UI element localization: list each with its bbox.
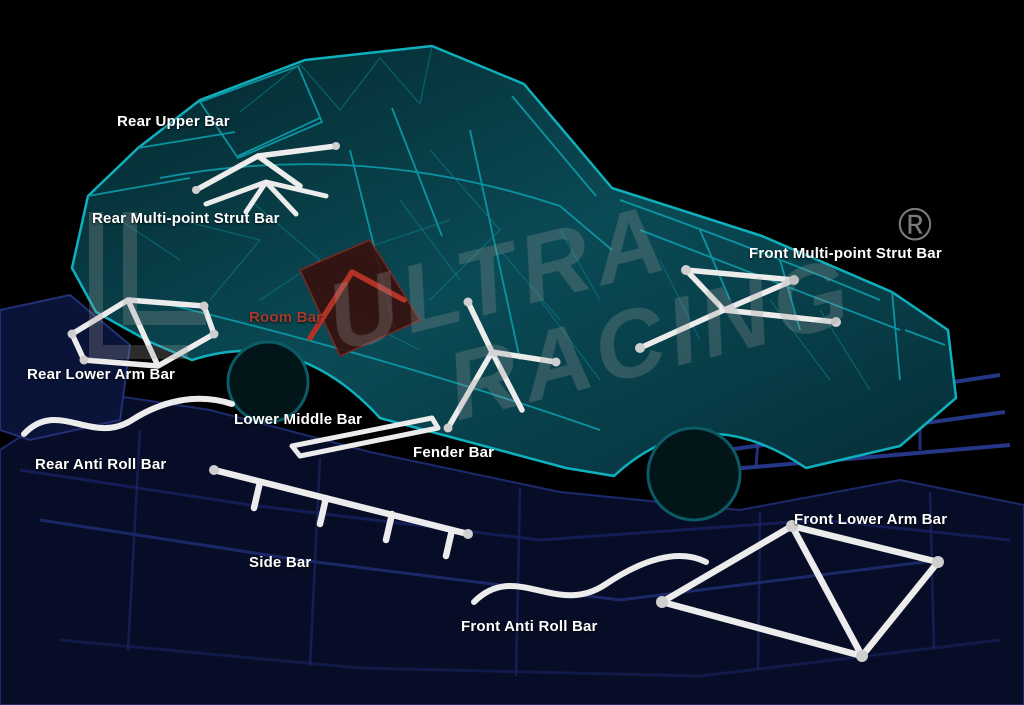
label-front-lower-arm-bar: Front Lower Arm Bar [794, 511, 948, 528]
front-anti-roll-bar-graphic [471, 553, 709, 605]
strut-bars-graphics [21, 143, 942, 660]
rear-anti-roll-bar-graphic [21, 395, 235, 437]
fender-bar-graphic [445, 299, 559, 431]
label-fender-bar: Fender Bar [413, 444, 495, 461]
room-bar-graphic [307, 269, 407, 341]
lower-middle-bar-graphic [289, 415, 441, 459]
label-front-anti-roll-bar: Front Anti Roll Bar [461, 618, 598, 635]
label-rear-upper-bar: Rear Upper Bar [117, 113, 230, 130]
label-rear-multi-point-strut-bar: Rear Multi-point Strut Bar [92, 210, 280, 227]
brand-logo-watermark [89, 212, 206, 359]
label-side-bar: Side Bar [249, 554, 312, 571]
label-lower-middle-bar: Lower Middle Bar [234, 411, 363, 428]
front-multi-point-strut-bar-graphic [637, 267, 839, 351]
bar-end-fittings-graphic [67, 142, 944, 662]
rear-multi-point-strut-bar-graphic [203, 179, 329, 217]
label-rear-anti-roll-bar: Rear Anti Roll Bar [35, 456, 167, 473]
registered-trademark-icon: ® [898, 198, 932, 250]
rear-wheel-graphic [226, 340, 310, 424]
label-room-bar: Room Bar [249, 309, 323, 326]
rear-upper-bar-graphic [193, 143, 339, 193]
label-rear-lower-arm-bar: Rear Lower Arm Bar [27, 366, 176, 383]
front-wheel-graphic [646, 426, 742, 522]
label-front-multi-point-strut-bar: Front Multi-point Strut Bar [749, 245, 942, 262]
side-bar-graphic [210, 466, 472, 560]
